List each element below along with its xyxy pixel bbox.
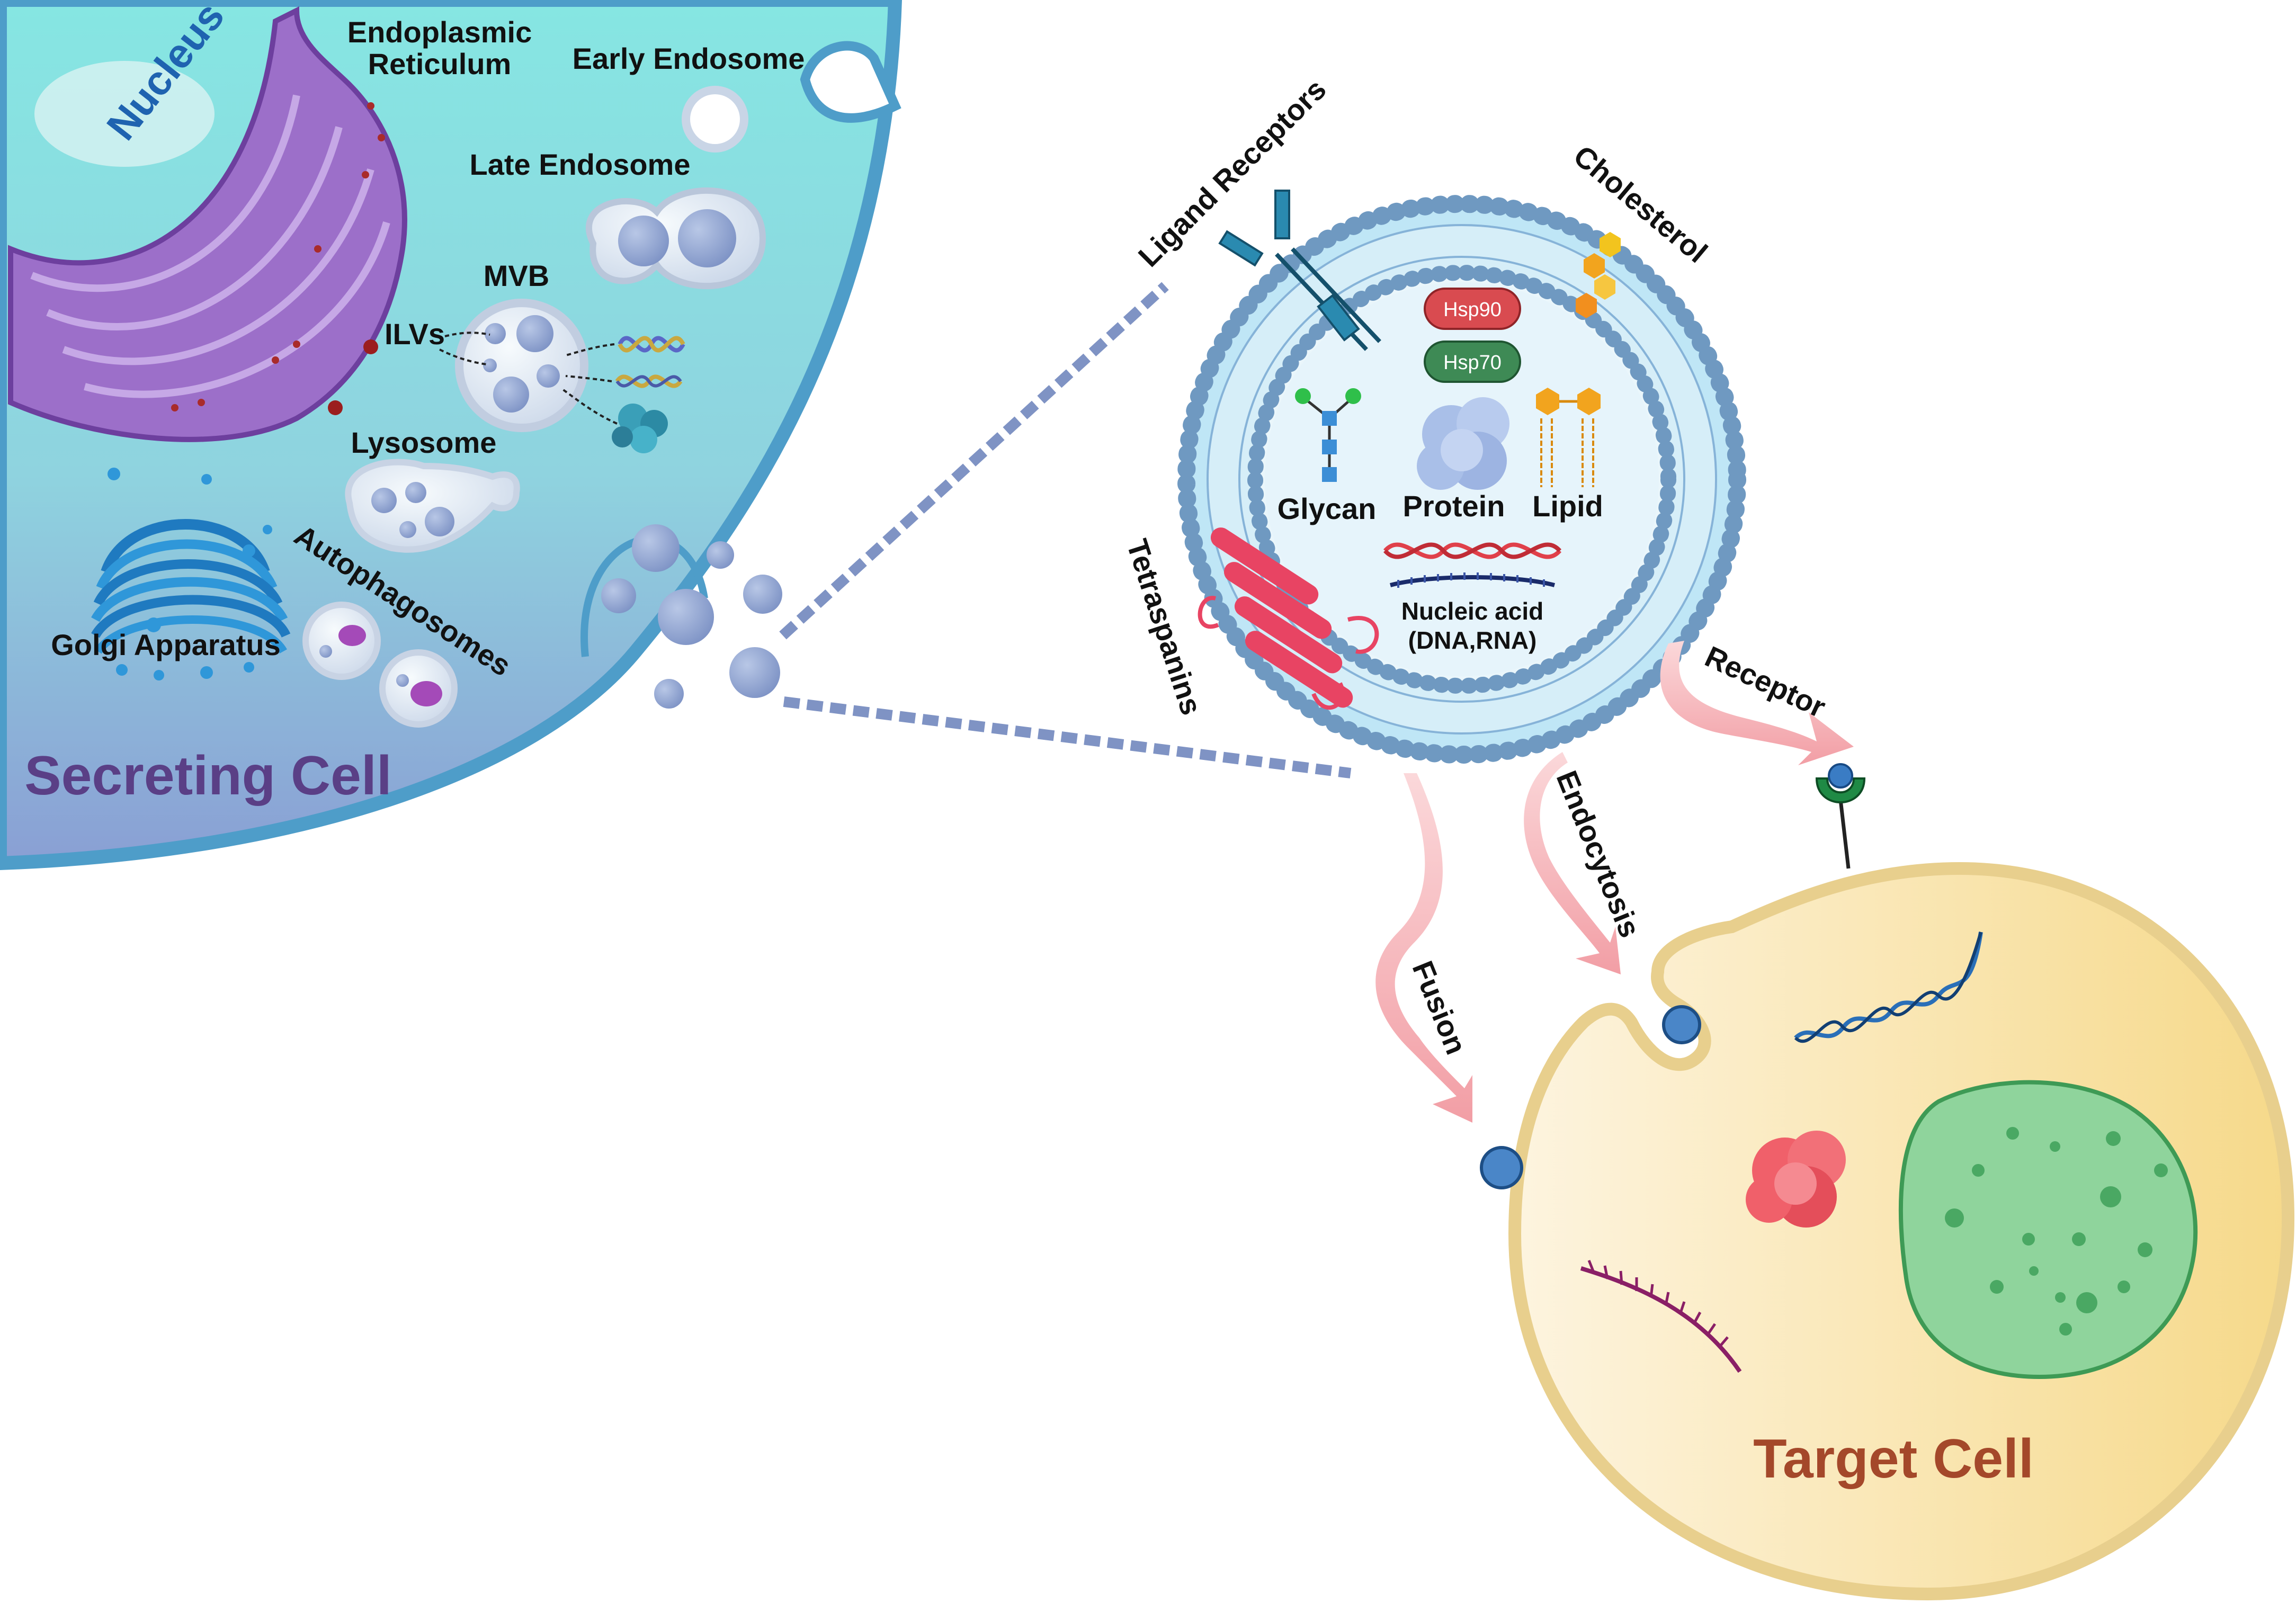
early-endosome-label: Early Endosome	[573, 42, 805, 75]
nucleic-acid-label-line2: (DNA,RNA)	[1408, 626, 1537, 654]
target-cell-title: Target Cell	[1753, 1428, 2034, 1490]
lysosome-label: Lysosome	[351, 426, 497, 459]
golgi-label: Golgi Apparatus	[51, 628, 281, 661]
ilvs-pointer-2	[439, 348, 487, 365]
hsp90-badge	[1424, 288, 1521, 330]
zoom-guide-upper	[779, 282, 1169, 640]
target-cell: Target Cell	[1480, 862, 2295, 1601]
target-nucleus	[1898, 1080, 2198, 1380]
lysosome	[345, 459, 520, 553]
target-dna-icon	[1794, 932, 1983, 1043]
er-label-line2: Reticulum	[368, 47, 512, 80]
cargo-pointer-2	[565, 375, 612, 382]
endocytosis-label: Endocytosis	[1550, 766, 1647, 942]
late-endosome	[586, 187, 766, 290]
golgi-apparatus	[91, 468, 291, 680]
hsp90-label: Hsp90	[1443, 299, 1502, 321]
glycan-icon	[1295, 388, 1361, 482]
er-label-line1: Endoplasmic	[347, 15, 532, 49]
endoplasmic-reticulum	[8, 6, 407, 442]
zoom-guide-lower	[783, 696, 1352, 778]
target-protein-icon	[1746, 1131, 1846, 1228]
protein-label: Protein	[1403, 489, 1505, 523]
nucleus	[34, 61, 215, 167]
protein-cargo-icon	[612, 404, 668, 453]
nucleic-acid-label-line1: Nucleic acid	[1401, 597, 1543, 625]
ilvs-label: ILVs	[385, 317, 445, 351]
autophagosome	[302, 602, 381, 680]
protein-icon	[1417, 397, 1509, 490]
hsp70-badge	[1424, 341, 1521, 383]
exosome: Ligand Receptors Cholesterol Hsp90 Hsp70…	[1120, 73, 1746, 764]
endocytosis-arrow	[1524, 752, 1621, 974]
mvb-label: MVB	[484, 259, 549, 292]
membrane-receptor	[1815, 763, 1866, 869]
cholesterol-icon	[1576, 232, 1621, 318]
secreting-cell-title: Secreting Cell	[24, 745, 392, 807]
cargo-pointer-3	[561, 388, 618, 425]
endocytosed-exosome	[1662, 1005, 1701, 1044]
cargo-pointer-1	[564, 343, 615, 357]
fusing-exosome	[1480, 1146, 1523, 1189]
lipid-label: Lipid	[1532, 489, 1603, 523]
rna-cargo-icon	[615, 374, 683, 388]
cargo-dot	[328, 400, 343, 415]
dna-cargo-icon	[618, 336, 685, 353]
autophagosome	[379, 649, 458, 728]
late-endosome-label: Late Endosome	[470, 148, 691, 181]
lipid-icon	[1536, 388, 1601, 487]
hsp70-label: Hsp70	[1443, 352, 1502, 374]
tetraspanin-icon	[1198, 527, 1379, 710]
secreting-cell: Nucleus Endoplasmic Reticulum Early Endo…	[0, 0, 903, 871]
membrane-invagination-top	[800, 41, 901, 123]
fusion-arrow	[1375, 773, 1472, 1123]
membrane-budding-exosomes	[580, 524, 782, 709]
ligand-receptor-icon	[1218, 190, 1381, 351]
glycan-label: Glycan	[1277, 492, 1377, 525]
target-rna-icon	[1580, 1260, 1742, 1373]
receptor-arrow	[1660, 641, 1854, 765]
multivesicular-body	[455, 299, 588, 432]
cargo-dot	[363, 339, 378, 354]
early-endosome	[682, 86, 748, 153]
rna-icon	[1389, 572, 1556, 588]
dna-icon	[1383, 542, 1562, 559]
